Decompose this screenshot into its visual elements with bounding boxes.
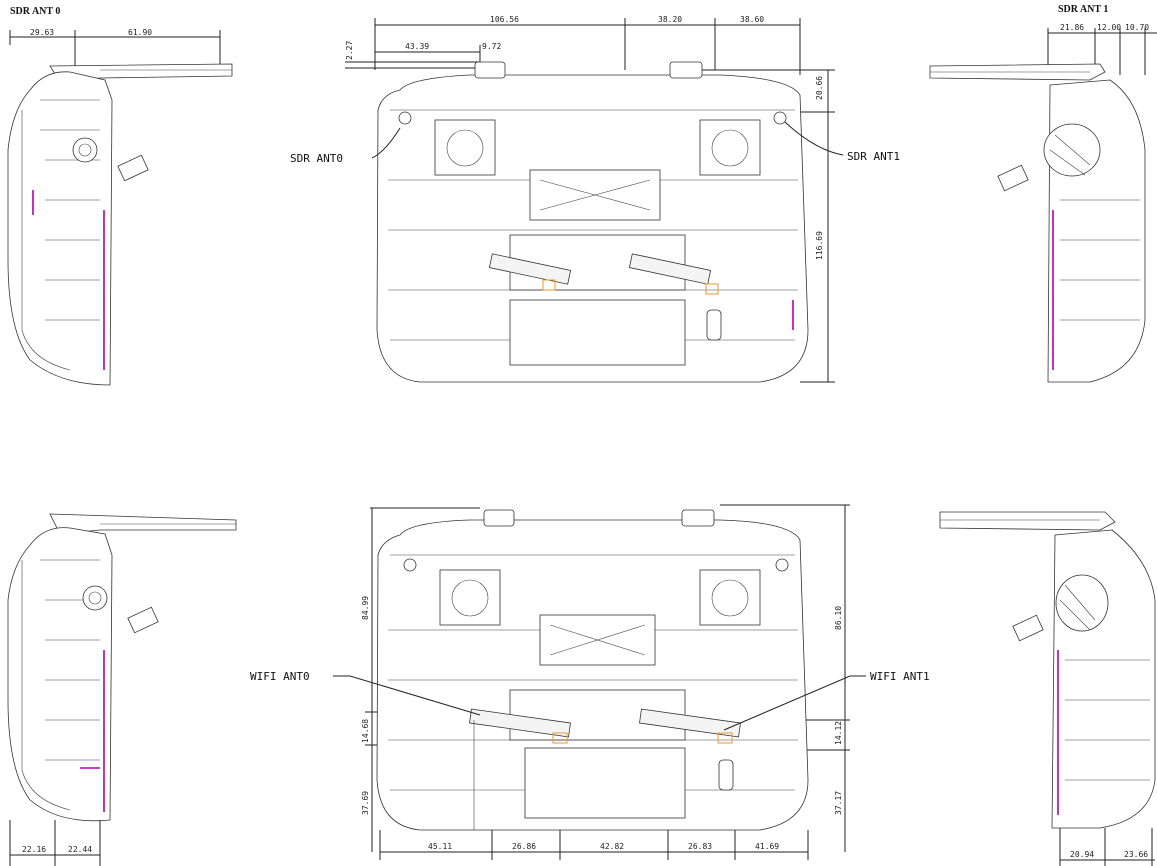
dim-22-44: 22.44 [68,845,92,854]
side-view-top-left: SDR ANT 0 29.63 61.90 [7,6,233,386]
dim-116-69: 116.69 [815,231,824,260]
dim-37-69: 37.69 [361,791,370,815]
dim-26-86: 26.86 [512,842,536,851]
dim-12-00: 12.00 [1097,23,1121,32]
title-sdr-ant0: SDR ANT 0 [10,6,60,17]
side-view-bottom-right: 20.94 23.66 [939,511,1156,866]
dim-37-17: 37.17 [834,791,843,815]
callout-sdr-ant0: SDR ANT0 [290,152,343,165]
dim-2-27: 2.27 [345,41,354,60]
dim-14-68: 14.68 [361,719,370,743]
title-sdr-ant1: SDR ANT 1 [1058,4,1108,15]
dim-86-10: 86.10 [834,606,843,630]
dim-42-82: 42.82 [600,842,624,851]
dim-61-90: 61.90 [128,28,152,37]
dim-21-86: 21.86 [1060,23,1084,32]
dim-22-16: 22.16 [22,845,46,854]
front-view-top: 106.56 38.20 38.60 43.39 9.72 2.27 20.66… [290,15,900,383]
dim-23-66: 23.66 [1124,850,1148,859]
dim-84-99: 84.99 [361,596,370,620]
dim-9-72: 9.72 [482,42,501,51]
front-view-bottom: 84.99 14.68 37.69 86.10 14.12 37.17 45.1… [250,504,930,860]
callout-wifi-ant0: WIFI ANT0 [250,670,310,683]
dim-38-60: 38.60 [740,15,764,24]
callout-sdr-ant1: SDR ANT1 [847,150,900,163]
dim-20-94: 20.94 [1070,850,1094,859]
dim-41-69: 41.69 [755,842,779,851]
dim-45-11: 45.11 [428,842,452,851]
dim-38-20: 38.20 [658,15,682,24]
dim-106-56: 106.56 [490,15,519,24]
callout-wifi-ant1: WIFI ANT1 [870,670,930,683]
side-view-top-right: SDR ANT 1 21.86 12.00 10.70 [929,4,1157,383]
dim-10-70: 10.70 [1125,23,1149,32]
dim-14-12: 14.12 [834,721,843,745]
dim-26-83: 26.83 [688,842,712,851]
side-view-bottom-left: 22.16 22.44 [7,513,237,866]
dim-29-63: 29.63 [30,28,54,37]
dim-20-66: 20.66 [815,76,824,100]
dim-43-39: 43.39 [405,42,429,51]
